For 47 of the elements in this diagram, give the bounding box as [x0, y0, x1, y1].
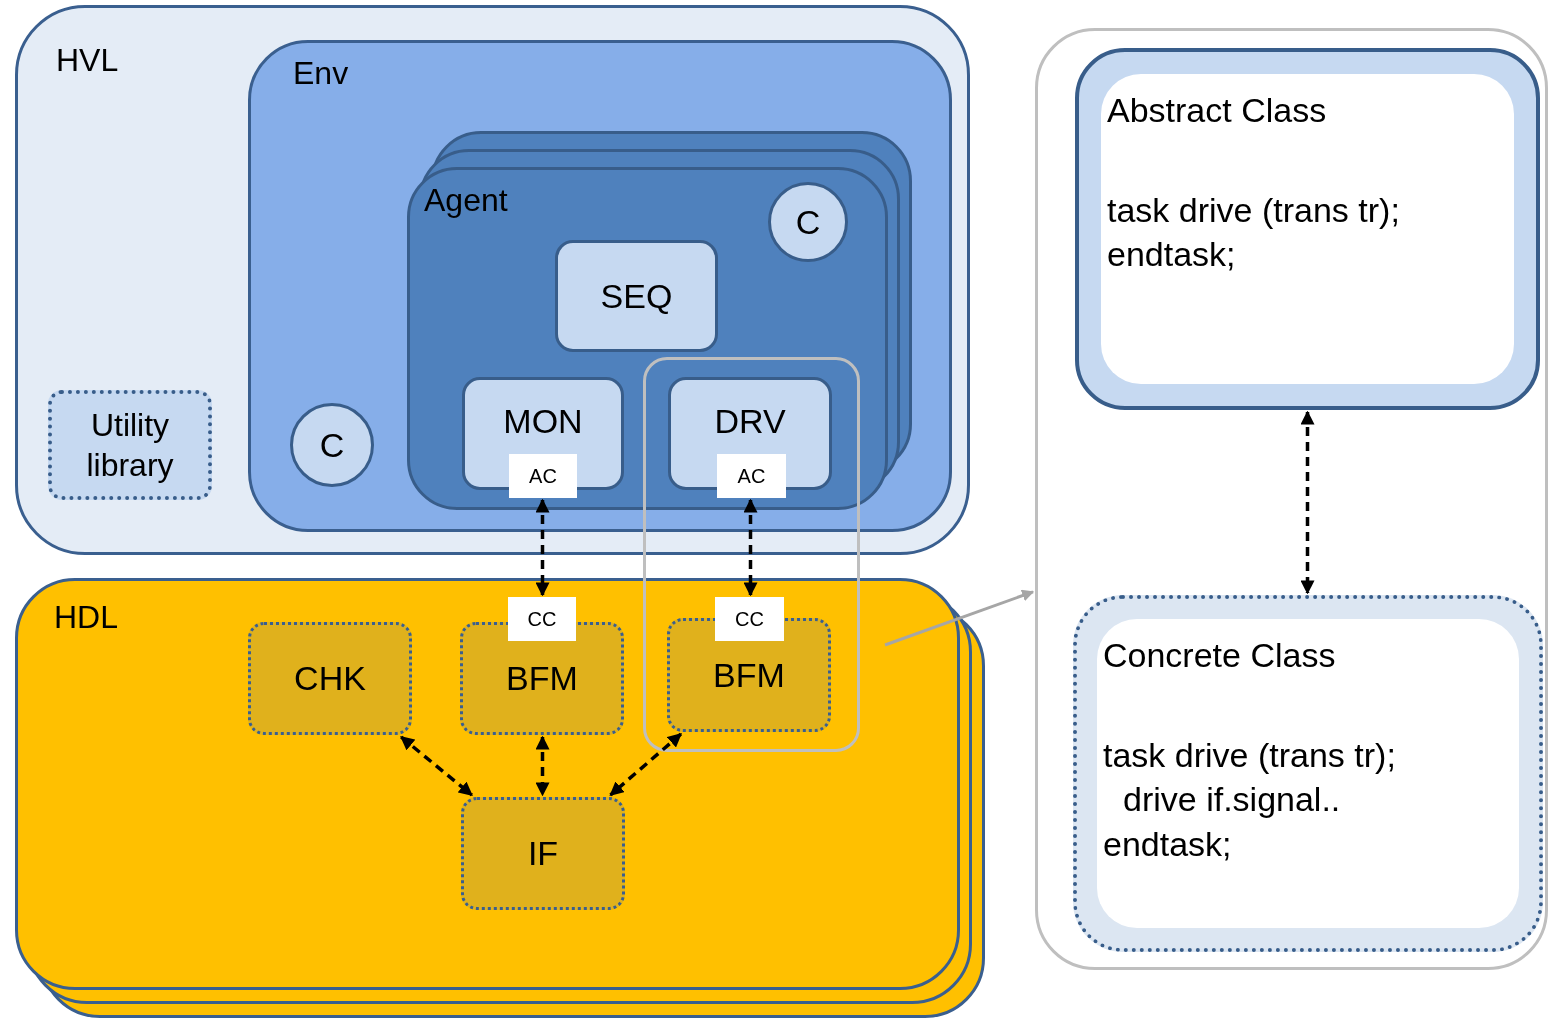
node-label: C: [795, 201, 821, 243]
arrow: [743, 498, 758, 597]
node-label: BFM: [713, 654, 785, 696]
component-box: [461, 797, 625, 910]
node-label: C: [319, 424, 345, 466]
layer-panel: [15, 578, 960, 990]
layer-panel: [15, 5, 970, 555]
arrow: [609, 732, 683, 797]
node-label: IF: [527, 833, 559, 875]
code-line: task drive (trans tr);: [1107, 190, 1400, 232]
panel-title: HVL: [56, 44, 119, 76]
panel-title: Env: [293, 57, 349, 89]
code-line: endtask;: [1107, 234, 1236, 276]
node-label: CC: [735, 606, 764, 632]
arrow: [884, 589, 1035, 647]
node-label: SEQ: [600, 275, 673, 317]
arrow: [535, 498, 550, 597]
node-label: BFM: [506, 658, 578, 700]
class-card: [1075, 48, 1540, 410]
port-box: [717, 454, 786, 498]
agent-panel: [407, 167, 888, 510]
node-label: CC: [527, 606, 557, 632]
panel-title: HDL: [54, 601, 118, 633]
arrow: [400, 735, 473, 797]
port-box: [715, 597, 784, 641]
port-box: [508, 597, 576, 641]
panel-title: Agent: [424, 184, 508, 216]
node-label: AC: [737, 463, 766, 489]
component-box: [555, 240, 718, 352]
code-line: endtask;: [1103, 823, 1232, 865]
node-label: DRV: [714, 401, 786, 443]
code-line: task drive (trans tr);: [1103, 735, 1396, 777]
library-box: [48, 390, 212, 500]
arrow: [535, 735, 550, 797]
component-box: [248, 622, 412, 735]
environment-panel: [248, 40, 952, 532]
port-box: [509, 454, 577, 498]
code-line: drive if.signal..: [1122, 779, 1341, 821]
class-card: [1073, 595, 1543, 952]
node-label: CHK: [294, 658, 366, 700]
arrow: [1300, 410, 1315, 595]
card-title: Abstract Class: [1107, 90, 1327, 131]
node-label: AC: [529, 463, 557, 489]
node-label: Utility library: [85, 406, 175, 485]
card-title: Concrete Class: [1103, 635, 1336, 676]
node-label: MON: [503, 401, 583, 443]
detail-panel: [1035, 28, 1548, 970]
